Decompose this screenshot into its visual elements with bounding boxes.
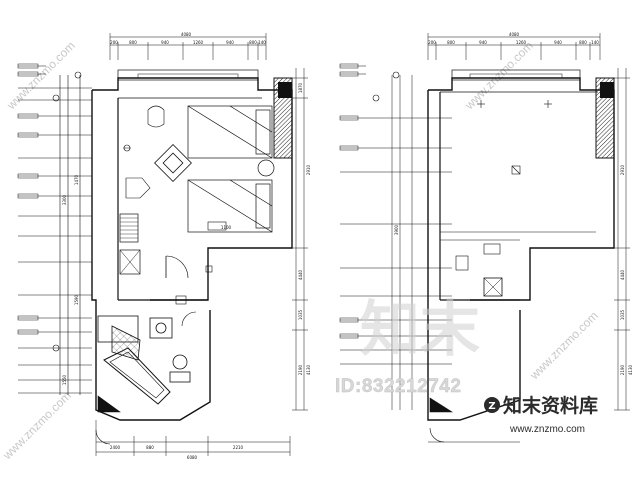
chair: [125, 177, 151, 199]
dim-top-seg: 940: [554, 40, 562, 45]
window-frame: [117, 69, 259, 81]
dim-left: 3300: [62, 194, 67, 205]
dim-top-seg: 1260: [193, 40, 204, 45]
watermark-id: ID:832212742: [335, 376, 461, 397]
bed-2: [187, 179, 273, 233]
dim-top-total: 4080: [509, 32, 520, 37]
svg-text:Z: Z: [488, 401, 495, 412]
brand-logo-icon: Z: [484, 397, 500, 413]
exhaust-fan: [483, 277, 503, 297]
nightstand-lamp: [257, 159, 275, 177]
dim-left: 1550: [62, 374, 67, 385]
left-label-boxes: [17, 63, 39, 335]
dim-left: 3900: [394, 224, 399, 235]
dim-top-seg: 140: [591, 40, 599, 45]
dim-top-seg: 800: [249, 40, 257, 45]
dim-right: 4440: [298, 269, 303, 280]
dim-inner: 1590: [74, 294, 79, 305]
left-leaders: [18, 65, 92, 394]
diag-watermark-1: www.znzmo.com: [4, 39, 78, 113]
vanity-sink: [149, 317, 173, 339]
dim-bottom-seg: 880: [146, 445, 154, 450]
bathroom: [97, 311, 197, 405]
diag-watermark-2: www.znzmo.com: [0, 389, 74, 463]
grid-axis-marker-a: [52, 94, 60, 102]
dim-right: 1035: [620, 309, 625, 320]
bedroom-outline: [92, 77, 293, 301]
left-plan-dimensions: 4080 200 800 940 1260 940 800 140 2400 8…: [62, 32, 311, 460]
dim-top-seg: 200: [110, 40, 118, 45]
left-plan: [17, 33, 308, 456]
watermark-logo: 知末: [360, 295, 480, 365]
dim-bottom-seg: 2400: [110, 445, 121, 450]
dim-inner: 1470: [74, 174, 79, 185]
bath-door-swing: [181, 311, 197, 327]
dim-top-seg: 800: [129, 40, 137, 45]
top-dim-ticks: [109, 33, 267, 60]
dim-top-seg: 200: [428, 40, 436, 45]
dim-right: 4130: [628, 364, 633, 375]
watermark: 知末 ID:832212742 Z 知末资料库 www.znzmo.com: [335, 295, 598, 435]
entry-door-swing: [165, 255, 189, 279]
dim-top-seg: 800: [579, 40, 587, 45]
dim-right: 1870: [298, 82, 303, 93]
dim-top-total: 4080: [181, 32, 192, 37]
dim-right: 4440: [620, 269, 625, 280]
dim-top-seg: 140: [258, 40, 266, 45]
dim-top-seg: 1260: [516, 40, 527, 45]
grid-axis-marker-b: [52, 344, 60, 352]
watermark-brand: 知末资料库: [503, 394, 598, 417]
outer-wall-left: [91, 90, 211, 421]
dim-door: 1100: [221, 225, 232, 230]
dim-right: 2190: [298, 364, 303, 375]
dim-top-seg: 940: [161, 40, 169, 45]
dim-right: 2910: [620, 164, 625, 175]
toilet: [172, 354, 188, 370]
bed-1: [187, 105, 273, 159]
dim-top-seg: 800: [447, 40, 455, 45]
wardrobe: [119, 213, 139, 243]
right-plan: [339, 33, 630, 443]
dim-top-seg: 940: [479, 40, 487, 45]
diag-watermark-3: www.znzmo.com: [462, 39, 536, 113]
armchair: [147, 105, 165, 128]
dim-top-seg: 940: [226, 40, 234, 45]
right-leaders: [340, 65, 452, 365]
bathtub: [103, 347, 171, 405]
dim-right: 4130: [306, 364, 311, 375]
watermark-url: www.znzmo.com: [509, 424, 585, 435]
ceiling-lights: [477, 100, 552, 175]
dim-bottom-seg: 2210: [233, 445, 244, 450]
diag-watermark-4: www.znzmo.com: [527, 309, 601, 383]
desk-lamp-diamond: [154, 144, 192, 182]
dim-bottom-total: 6080: [187, 455, 198, 460]
right-plan-dimensions: 4080 200 800 940 1260 940 800 140 2910 4…: [394, 32, 633, 375]
dim-right: 2190: [620, 364, 625, 375]
dim-right: 2910: [306, 164, 311, 175]
dim-right: 1035: [298, 309, 303, 320]
